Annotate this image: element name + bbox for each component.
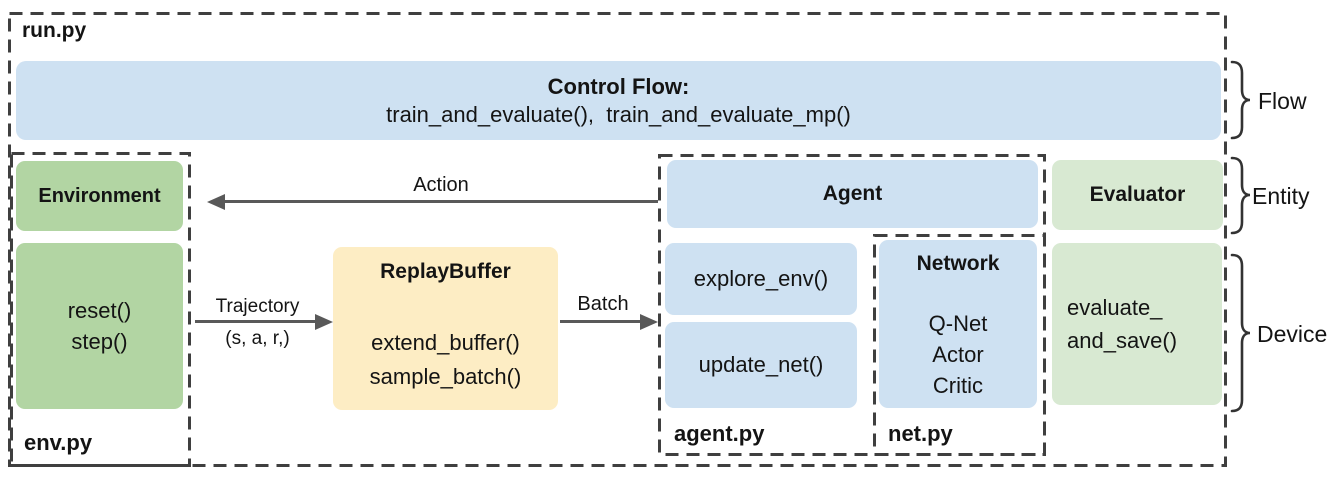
flow-brace-label: Flow	[1258, 88, 1307, 114]
environment-title: Environment	[38, 184, 161, 207]
trajectory-arrow-head	[315, 314, 333, 330]
envpy-label: env.py	[24, 430, 93, 455]
agent-method-explore: explore_env()	[693, 266, 829, 291]
batch-arrow-head	[640, 314, 658, 330]
replay-buffer-title: ReplayBuffer	[380, 260, 511, 283]
runpy-dashed-border	[8, 12, 1227, 467]
netpy-dashed-border	[873, 234, 1046, 456]
action-arrow-line	[224, 200, 658, 203]
entity-brace-label: Entity	[1252, 183, 1310, 209]
control-flow-functions: train_and_evaluate(), train_and_evaluate…	[386, 101, 851, 127]
flow-brace	[1230, 60, 1251, 140]
device-brace-label: Device	[1257, 321, 1328, 347]
network-item-actor: Actor	[932, 342, 984, 367]
evaluator-box: Evaluator	[1052, 160, 1223, 230]
network-box: Network Q-Net Actor Critic	[879, 240, 1037, 408]
batch-arrow-label: Batch	[577, 293, 629, 315]
replay-buffer-method-extend: extend_buffer()	[371, 330, 520, 355]
agent-method-update-box: update_net()	[665, 322, 857, 408]
entity-brace	[1230, 156, 1251, 235]
environment-methods-box: reset() step()	[16, 243, 183, 409]
evaluator-method-line1: evaluate_	[1067, 295, 1163, 320]
envpy-dashed-border	[10, 152, 191, 467]
action-arrow-head	[207, 194, 225, 210]
agentpy-label: agent.py	[674, 421, 765, 446]
agent-method-update: update_net()	[698, 352, 824, 377]
trajectory-arrow-line	[195, 320, 317, 323]
agent-box: Agent	[667, 160, 1038, 228]
network-item-critic: Critic	[932, 373, 984, 398]
environment-method-reset: reset()	[67, 298, 132, 323]
netpy-label: net.py	[888, 421, 953, 446]
environment-method-step: step()	[71, 329, 128, 354]
network-title: Network	[916, 252, 1000, 275]
replay-buffer-method-sample: sample_batch()	[369, 364, 522, 389]
network-item-qnet: Q-Net	[928, 311, 988, 336]
trajectory-arrow-sublabel: (s, a, r,)	[225, 328, 290, 349]
replay-buffer-box: ReplayBuffer extend_buffer() sample_batc…	[333, 247, 558, 410]
device-brace	[1230, 253, 1251, 413]
environment-box: Environment	[16, 161, 183, 231]
control-flow-banner: Control Flow: train_and_evaluate(), trai…	[16, 61, 1221, 140]
action-arrow-label: Action	[413, 174, 469, 196]
batch-arrow-line	[560, 320, 642, 323]
agent-title: Agent	[822, 182, 883, 205]
evaluator-method-box: evaluate_ and_save()	[1052, 243, 1222, 405]
agent-method-explore-box: explore_env()	[665, 243, 857, 315]
control-flow-title: Control Flow:	[547, 73, 690, 99]
evaluator-method-line2: and_save()	[1067, 328, 1178, 353]
runpy-label: run.py	[22, 19, 87, 42]
trajectory-arrow-label: Trajectory	[215, 296, 300, 317]
evaluator-title: Evaluator	[1089, 183, 1186, 206]
